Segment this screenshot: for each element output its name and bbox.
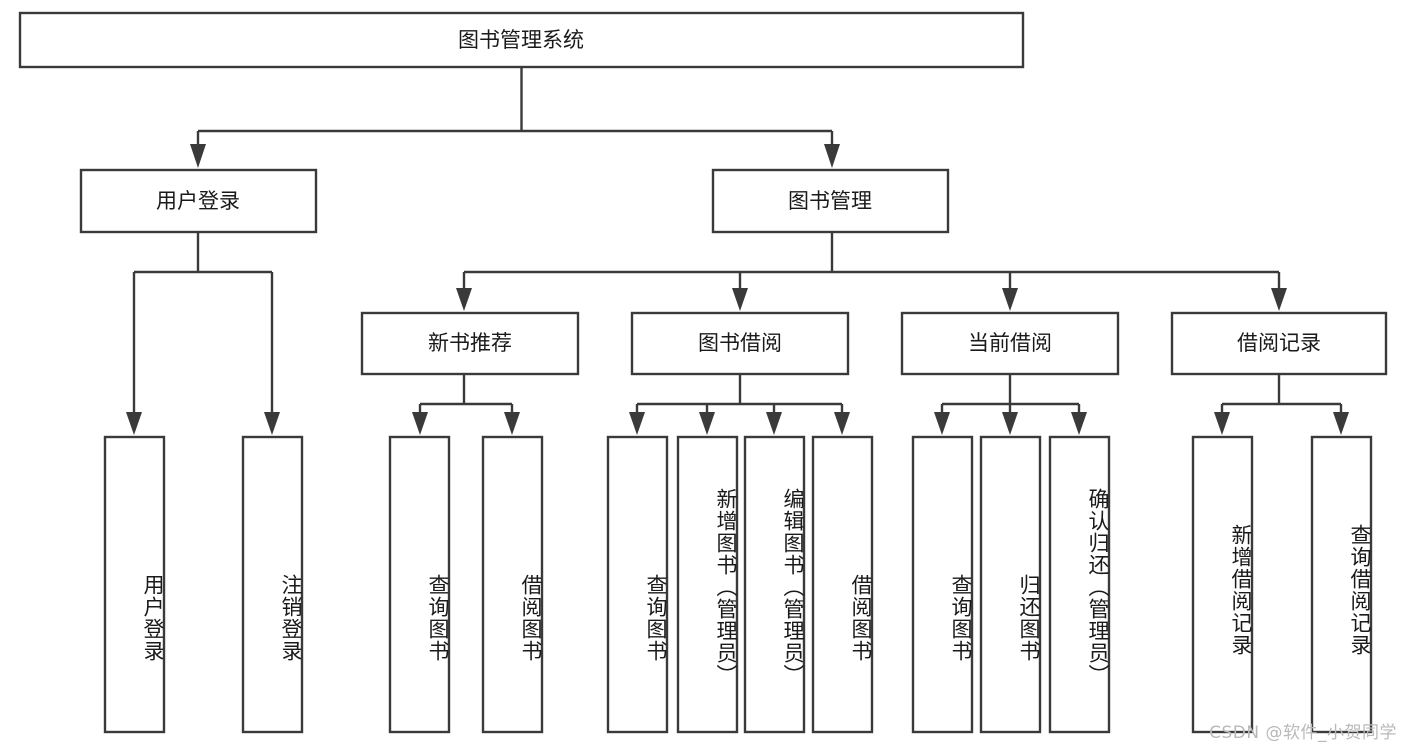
node-leaf-query-book-1-box[interactable] — [388, 435, 451, 734]
arrow-leaf-logout-login-icon — [264, 412, 280, 435]
arrow-leaf-return-book-icon — [1002, 412, 1018, 435]
node-current-borrow[interactable]: 当前借阅 — [900, 311, 1120, 376]
node-leaf-borrow-book-1-box[interactable] — [481, 435, 544, 734]
node-leaf-logout-login-box[interactable] — [241, 435, 304, 734]
node-root-box[interactable] — [18, 11, 1025, 69]
arrow-leaf-edit-book-icon — [766, 412, 782, 435]
arrow-leaf-query-record-icon — [1333, 412, 1349, 435]
arrow-leaf-borrow-book-1-icon — [504, 412, 520, 435]
node-leaf-query-book-2-box[interactable] — [606, 435, 669, 734]
arrow-leaf-borrow-book-2-icon — [834, 412, 850, 435]
connectors-book-management-to-level3 — [456, 232, 1287, 311]
arrow-to-user-login-icon — [190, 144, 206, 168]
arrow-leaf-query-book-3-icon — [934, 412, 950, 435]
node-user-login-label: 用户登录 — [156, 189, 240, 213]
arrow-leaf-confirm-return-icon — [1071, 412, 1087, 435]
connectors-current-borrow-to-leaves — [934, 374, 1087, 435]
node-leaf-user-login-box[interactable] — [103, 435, 166, 734]
node-book-management[interactable]: 图书管理 — [711, 168, 950, 234]
connectors-user-login-to-leaves — [126, 232, 280, 435]
node-borrow-record-box[interactable] — [1170, 311, 1388, 376]
connectors-new-book-to-leaves — [412, 374, 520, 435]
node-new-book-recommend[interactable]: 新书推荐 — [360, 311, 580, 376]
arrow-leaf-query-book-1-icon — [412, 412, 428, 435]
connectors-borrow-record-to-leaves — [1214, 374, 1349, 435]
arrow-to-current-borrow-icon — [1002, 288, 1018, 311]
connectors-book-borrow-to-leaves — [629, 374, 850, 435]
node-user-login[interactable]: 用户登录 — [79, 168, 318, 234]
node-leaf-query-book-3-box[interactable] — [911, 435, 974, 734]
arrow-to-book-borrow-icon — [732, 288, 748, 311]
node-root[interactable]: 图书管理系统 — [18, 11, 1025, 69]
node-leaf-edit-book-box[interactable] — [743, 435, 806, 734]
node-book-borrow[interactable]: 图书借阅 — [630, 311, 850, 376]
arrow-to-borrow-record-icon — [1271, 288, 1287, 311]
node-user-login-box[interactable] — [79, 168, 318, 234]
node-book-management-box[interactable] — [711, 168, 950, 234]
node-current-borrow-label: 当前借阅 — [968, 331, 1052, 355]
node-root-label: 图书管理系统 — [458, 28, 584, 52]
arrow-leaf-query-book-2-icon — [629, 412, 645, 435]
arrow-leaf-user-login-icon — [126, 412, 142, 435]
node-book-management-label: 图书管理 — [788, 189, 872, 213]
node-leaf-return-book-box[interactable] — [979, 435, 1042, 734]
node-borrow-record-label: 借阅记录 — [1237, 331, 1321, 355]
arrow-to-new-book-recommend-icon — [456, 288, 472, 311]
node-leaf-add-record-box[interactable] — [1191, 435, 1254, 734]
node-leaf-query-record-box[interactable] — [1310, 435, 1373, 734]
node-book-borrow-label: 图书借阅 — [698, 331, 782, 355]
node-borrow-record[interactable]: 借阅记录 — [1170, 311, 1388, 376]
arrow-to-book-management-icon — [824, 144, 840, 168]
arrow-leaf-add-book-icon — [699, 412, 715, 435]
arrow-leaf-add-record-icon — [1214, 412, 1230, 435]
node-leaf-add-book-box[interactable] — [676, 435, 739, 734]
node-leaf-borrow-book-2-box[interactable] — [811, 435, 874, 734]
node-new-book-recommend-label: 新书推荐 — [428, 331, 512, 355]
node-new-book-recommend-box[interactable] — [360, 311, 580, 376]
node-book-borrow-box[interactable] — [630, 311, 850, 376]
node-current-borrow-box[interactable] — [900, 311, 1120, 376]
node-leaf-confirm-return-box[interactable] — [1048, 435, 1111, 734]
csdn-watermark: CSDN @软件_小贺同学 — [1209, 723, 1397, 743]
connectors-root-to-level2 — [190, 67, 840, 168]
